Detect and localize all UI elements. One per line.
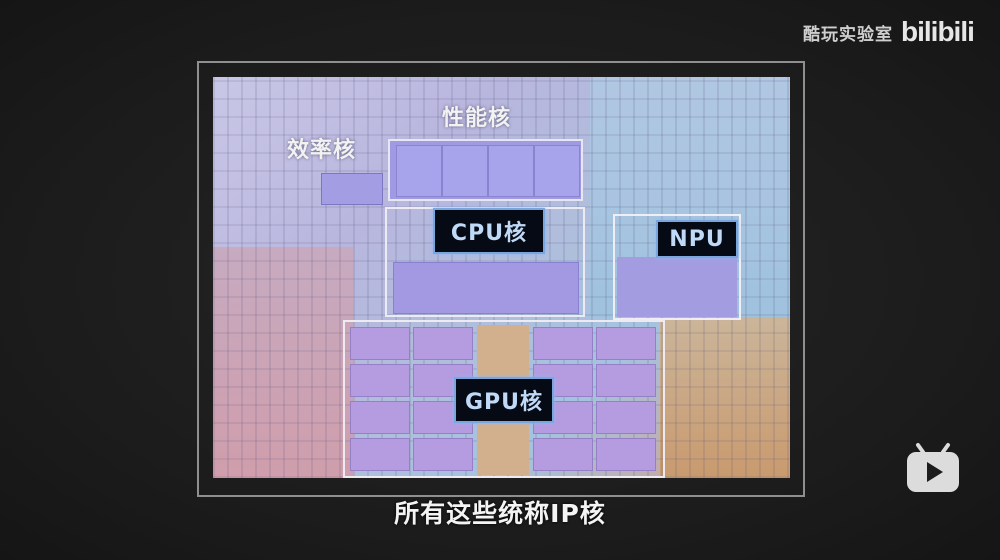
efficiency-core-block xyxy=(321,173,383,205)
performance-cores-label: 性能核 xyxy=(442,106,512,131)
die-region-gold xyxy=(660,317,790,478)
gpu-cell xyxy=(596,327,656,360)
npu-block xyxy=(617,257,737,317)
pcore-cell xyxy=(534,145,580,197)
gpu-cell xyxy=(350,327,410,360)
efficiency-cores-label: 效率核 xyxy=(287,138,357,163)
pcore-cell xyxy=(488,145,534,197)
performance-core-block xyxy=(388,139,583,201)
pcore-cell xyxy=(396,145,442,197)
npu-region-outline xyxy=(613,214,741,320)
cpu-core-tag: CPU核 xyxy=(433,208,545,254)
chip-frame xyxy=(197,61,805,497)
gpu-cell xyxy=(533,327,593,360)
gpu-core-tag: GPU核 xyxy=(454,377,554,423)
gpu-cell xyxy=(413,438,473,471)
bilibili-tv-play-icon[interactable] xyxy=(905,442,961,494)
gpu-cell xyxy=(350,401,410,434)
pcore-cell xyxy=(442,145,488,197)
gpu-cell xyxy=(413,327,473,360)
gpu-cell xyxy=(533,438,593,471)
gpu-cell xyxy=(596,438,656,471)
channel-watermark: 酷玩实验室 bilibili xyxy=(803,16,975,47)
subtitle-caption: 所有这些统称IP核 xyxy=(394,499,606,528)
gpu-cell xyxy=(350,364,410,397)
gpu-cell xyxy=(596,364,656,397)
gpu-region-outline xyxy=(343,320,665,478)
channel-name: 酷玩实验室 xyxy=(803,24,893,45)
npu-tag: NPU xyxy=(656,220,738,258)
cpu-lower-cores xyxy=(393,262,579,314)
gpu-cell xyxy=(596,401,656,434)
gpu-cell xyxy=(350,438,410,471)
bilibili-logo-icon: bilibili xyxy=(901,16,975,47)
die-region-pink xyxy=(213,247,353,478)
